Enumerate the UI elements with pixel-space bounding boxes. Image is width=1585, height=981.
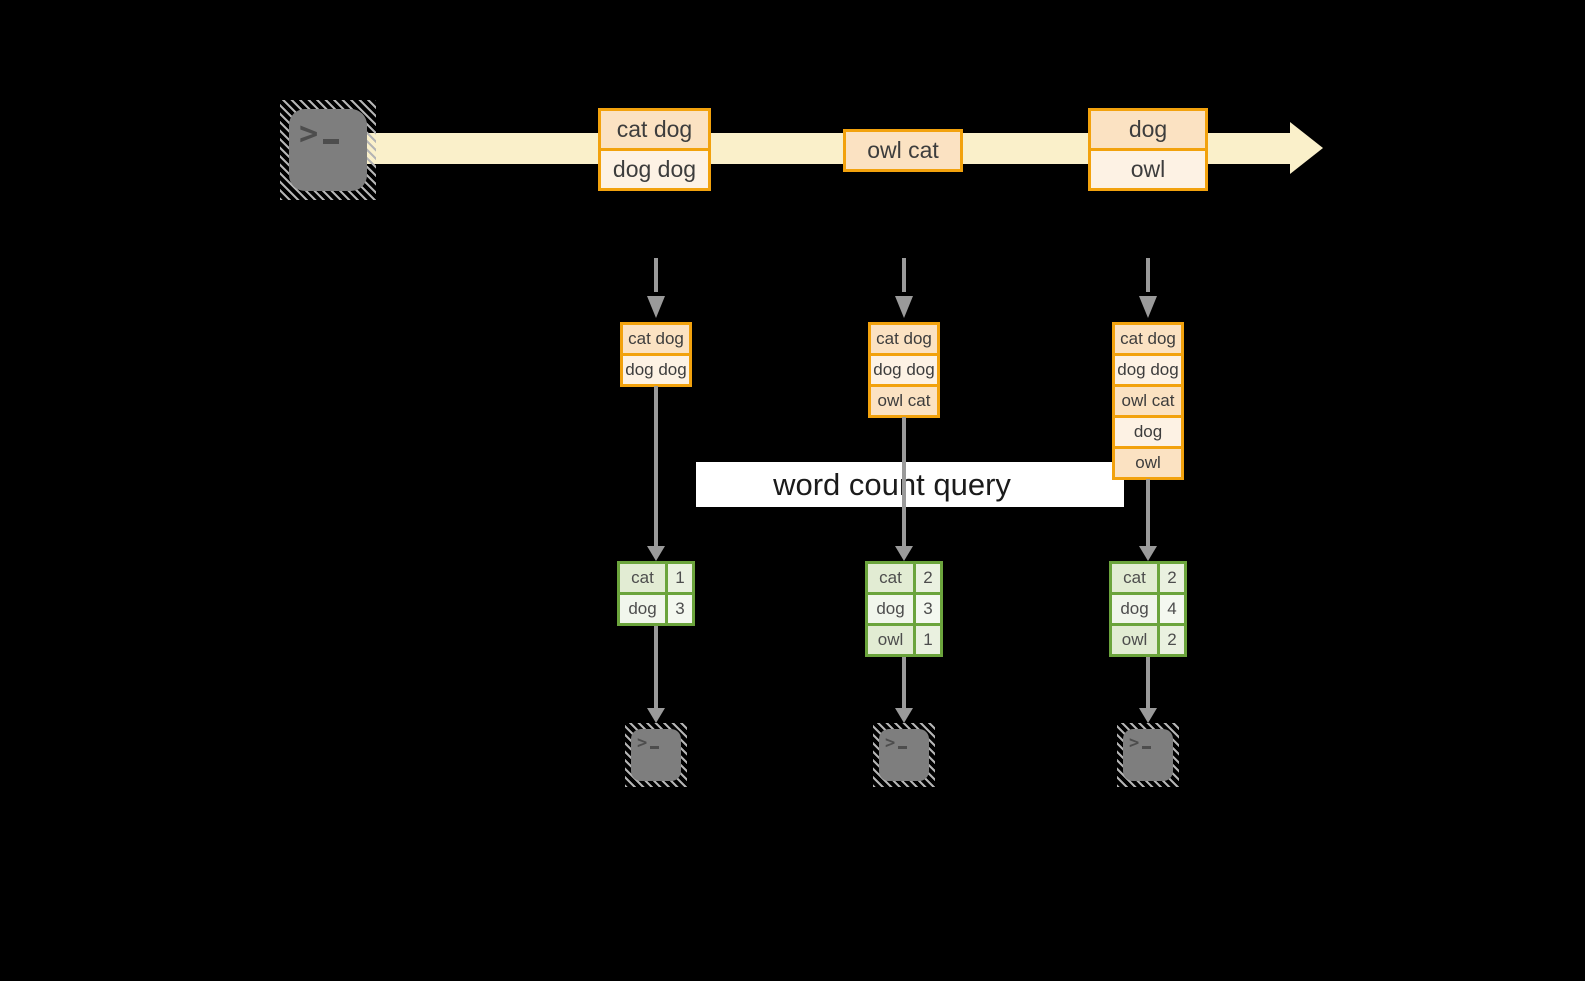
batch-line: owl: [1091, 148, 1205, 188]
flow-arrow-head: [1139, 546, 1157, 561]
count-cell: 2: [913, 564, 940, 592]
terminal-screen: >: [631, 729, 681, 781]
batch-line: dog: [1091, 111, 1205, 148]
input-line: dog dog: [623, 353, 689, 384]
prompt-icon: >: [631, 729, 681, 752]
batch-line: cat dog: [601, 111, 708, 148]
input-line: owl cat: [871, 384, 937, 415]
flow-arrow-shaft: [902, 657, 906, 708]
flow-arrow-shaft: [902, 417, 906, 546]
prompt-icon: >: [1123, 729, 1173, 752]
terminal-icon: >: [1117, 723, 1179, 787]
word-cell: cat: [868, 564, 913, 592]
dashed-arrow-head: [1139, 296, 1157, 318]
dashed-arrow-head: [647, 296, 665, 318]
count-cell: 2: [1157, 626, 1184, 654]
prompt-icon: >: [879, 729, 929, 752]
flow-arrow-head: [647, 546, 665, 561]
table-row: dog 4: [1112, 592, 1184, 623]
flow-arrow-head: [647, 708, 665, 723]
table-row: cat 1: [620, 564, 692, 592]
result-table-2: cat 2 dog 3 owl 1: [865, 561, 943, 657]
stream-batch-2: owl cat: [843, 129, 963, 172]
count-cell: 2: [1157, 564, 1184, 592]
word-cell: owl: [868, 626, 913, 654]
input-line: cat dog: [1115, 325, 1181, 353]
result-table-1: cat 1 dog 3: [617, 561, 695, 626]
accumulated-input-1: cat dog dog dog: [620, 322, 692, 387]
flow-arrow-head: [895, 708, 913, 723]
terminal-icon: >: [873, 723, 935, 787]
word-cell: dog: [868, 595, 913, 623]
stream-batch-3: dog owl: [1088, 108, 1208, 191]
word-cell: cat: [620, 564, 665, 592]
table-row: dog 3: [620, 592, 692, 623]
table-row: dog 3: [868, 592, 940, 623]
flow-arrow-head: [1139, 708, 1157, 723]
input-line: owl cat: [1115, 384, 1181, 415]
prompt-icon: >: [289, 109, 367, 149]
input-line: dog dog: [1115, 353, 1181, 384]
count-cell: 1: [913, 626, 940, 654]
query-label-banner: word count query: [696, 462, 1124, 507]
count-cell: 3: [913, 595, 940, 623]
input-line: cat dog: [623, 325, 689, 353]
flow-arrow-shaft: [654, 386, 658, 546]
table-row: cat 2: [1112, 564, 1184, 592]
flow-arrow-shaft: [1146, 479, 1150, 546]
accumulated-input-3: cat dog dog dog owl cat dog owl: [1112, 322, 1184, 480]
result-table-3: cat 2 dog 4 owl 2: [1109, 561, 1187, 657]
flow-arrow-shaft: [654, 626, 658, 708]
accumulated-input-2: cat dog dog dog owl cat: [868, 322, 940, 418]
terminal-screen: >: [879, 729, 929, 781]
input-line: owl: [1115, 446, 1181, 477]
flow-arrow-shaft: [1146, 657, 1150, 708]
terminal-icon: >: [280, 100, 376, 200]
terminal-screen: >: [1123, 729, 1173, 781]
word-cell: dog: [620, 595, 665, 623]
terminal-screen: >: [289, 109, 367, 191]
batch-line: dog dog: [601, 148, 708, 188]
table-row: owl 2: [1112, 623, 1184, 654]
input-line: cat dog: [871, 325, 937, 353]
word-cell: dog: [1112, 595, 1157, 623]
dashed-arrow-shaft: [654, 258, 658, 292]
dashed-arrow-head: [895, 296, 913, 318]
stream-arrow-head: [1290, 122, 1323, 174]
word-cell: cat: [1112, 564, 1157, 592]
table-row: owl 1: [868, 623, 940, 654]
count-cell: 3: [665, 595, 692, 623]
word-cell: owl: [1112, 626, 1157, 654]
count-cell: 1: [665, 564, 692, 592]
terminal-icon: >: [625, 723, 687, 787]
count-cell: 4: [1157, 595, 1184, 623]
flow-arrow-head: [895, 546, 913, 561]
stream-batch-1: cat dog dog dog: [598, 108, 711, 191]
input-line: dog dog: [871, 353, 937, 384]
query-label: word count query: [773, 466, 1011, 502]
dashed-arrow-shaft: [902, 258, 906, 292]
dashed-arrow-shaft: [1146, 258, 1150, 292]
table-row: cat 2: [868, 564, 940, 592]
input-line: dog: [1115, 415, 1181, 446]
batch-line: owl cat: [846, 132, 960, 169]
